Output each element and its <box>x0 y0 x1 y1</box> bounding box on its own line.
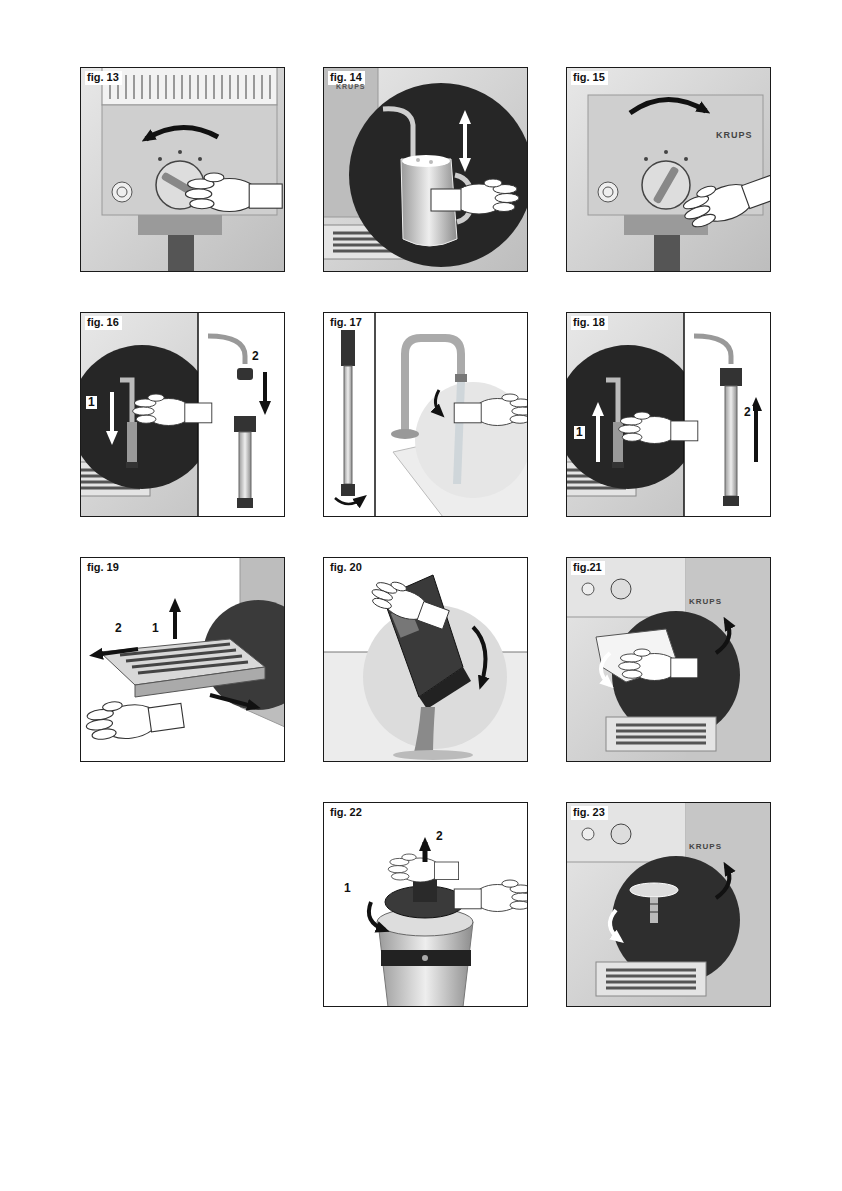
brand-mark: KRUPS <box>336 83 366 91</box>
figure-panel: fig. 14 <box>323 67 528 272</box>
callout-number: 2 <box>250 350 261 363</box>
figure-label: fig. 13 <box>85 71 122 85</box>
figure-label: fig. 20 <box>328 561 365 575</box>
figure-panel: fig. 23 <box>566 802 771 1007</box>
figure-label: fig. 16 <box>85 316 122 330</box>
brand-mark: KRUPS <box>716 131 753 141</box>
callout-number: 1 <box>86 396 97 409</box>
figure-label: fig. 14 <box>328 71 365 85</box>
callout-number: 1 <box>150 622 161 635</box>
callout-number: 1 <box>342 882 353 895</box>
figure-label: fig. 19 <box>85 561 122 575</box>
figure-label: fig. 22 <box>328 806 365 820</box>
figure-panel: fig. 19 <box>80 557 285 762</box>
figure-panel: fig. 20 <box>323 557 528 762</box>
callout-number: 1 <box>574 426 585 439</box>
callout-number: 2 <box>742 406 753 419</box>
figure-panel: fig. 13 <box>80 67 285 272</box>
brand-mark: KRUPS <box>689 843 722 852</box>
callout-number: 2 <box>434 830 445 843</box>
brand-mark: KRUPS <box>689 598 722 607</box>
figure-panel: fig. 22 <box>323 802 528 1007</box>
figure-panel: fig. 18 <box>566 312 771 517</box>
figure-panel: fig. 15 <box>566 67 771 272</box>
figure-label: fig. 18 <box>571 316 608 330</box>
figure-label: fig. 15 <box>571 71 608 85</box>
callout-number: 2 <box>113 622 124 635</box>
figure-label: fig.21 <box>571 561 605 575</box>
figure-label: fig. 23 <box>571 806 608 820</box>
figure-panel: fig.21 <box>566 557 771 762</box>
figure-panel: fig. 16 <box>80 312 285 517</box>
figure-panel: fig. 17 <box>323 312 528 517</box>
figure-label: fig. 17 <box>328 316 365 330</box>
